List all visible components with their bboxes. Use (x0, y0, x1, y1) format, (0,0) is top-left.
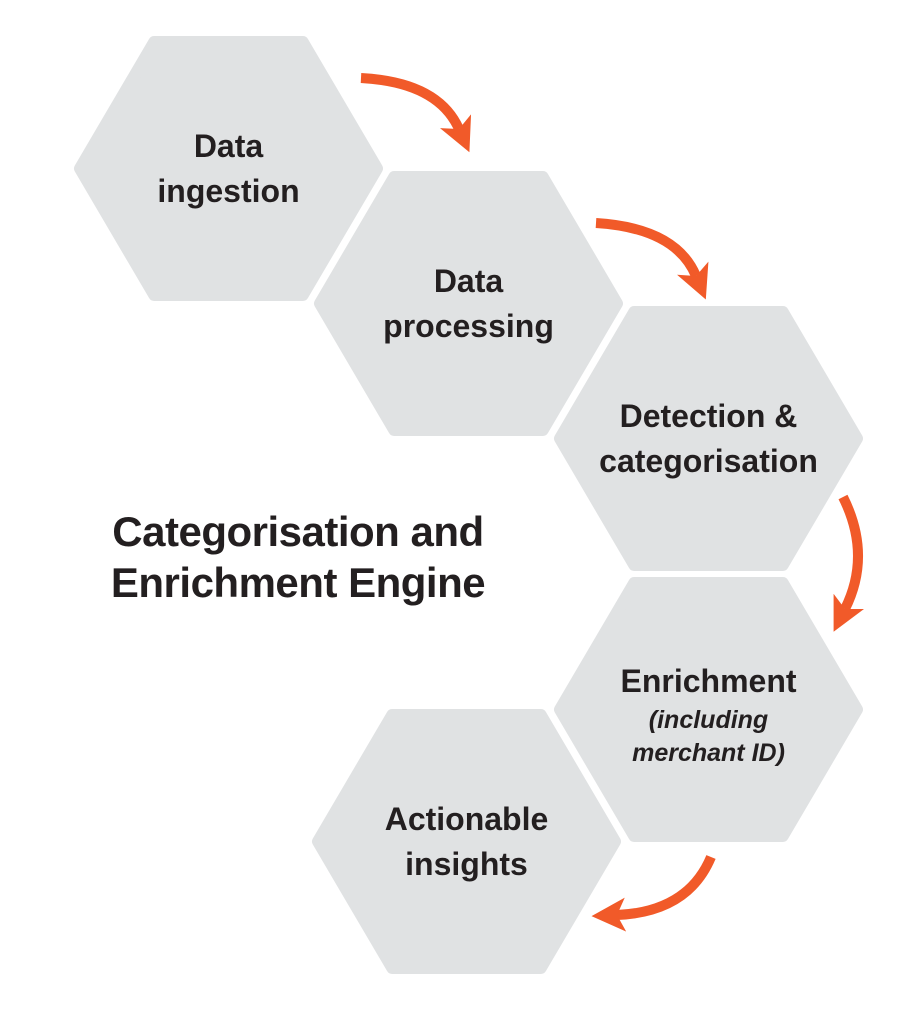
hexagon-detection-categorisation (554, 306, 863, 571)
arrow-ingestion-to-processing (360, 73, 472, 153)
hexagon-data-processing (314, 171, 623, 436)
hexagon-enrichment (554, 577, 863, 842)
arrow-enrichment-to-insights (591, 854, 716, 932)
hexagon-actionable-insights (312, 709, 621, 974)
arrow-processing-to-detection (595, 218, 709, 300)
arrow-detection-to-enrichment (833, 494, 865, 632)
diagram-title-line: Enrichment Engine (110, 559, 486, 606)
diagram-title: Categorisation and Enrichment Engine (58, 506, 538, 608)
diagram-title-line: Categorisation and (112, 508, 484, 555)
hexagon-data-ingestion (74, 36, 383, 301)
